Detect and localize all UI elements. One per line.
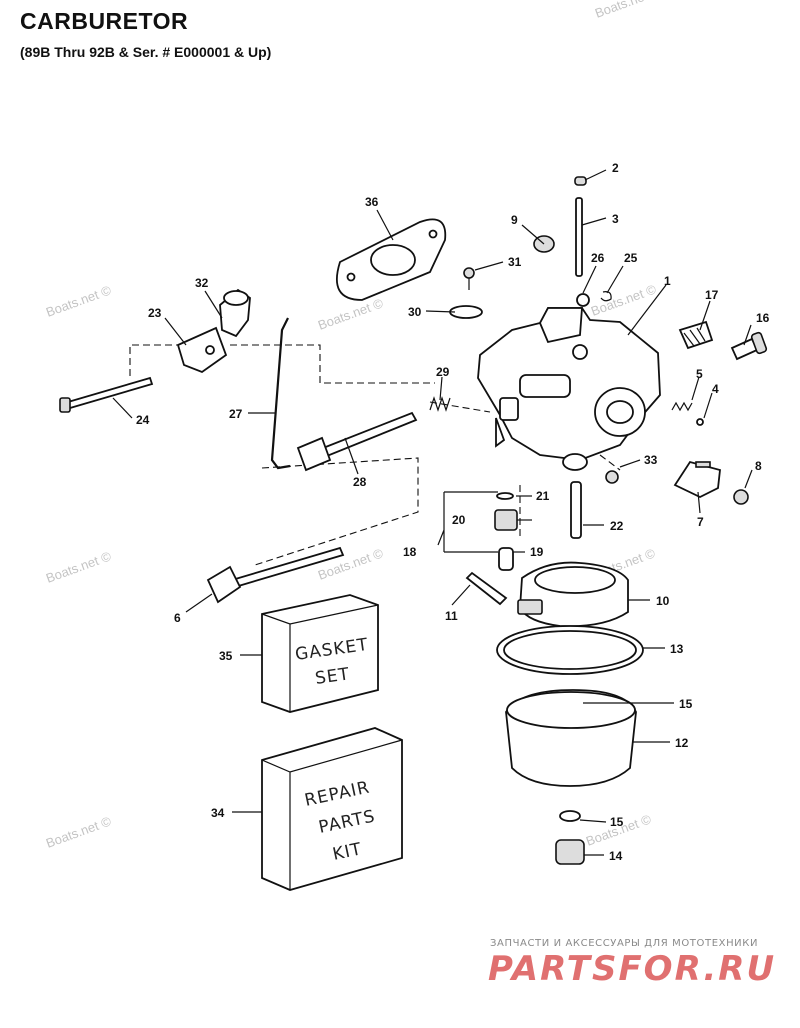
gasket-set-label-line2: SET [314,664,351,689]
callout-2: 2 [612,161,619,175]
callout-24: 24 [136,413,150,427]
part-17-spring [678,320,714,350]
part-33-screw [605,470,619,484]
part-15-washer [559,810,581,822]
callout-8: 8 [755,459,762,473]
callout-27: 27 [229,407,243,421]
callout-15: 15 [679,697,693,711]
callout-7: 7 [697,515,704,529]
watermark: Boats.net © [316,295,386,333]
part-14-drain-plug [555,839,585,865]
part-8-screw [733,489,749,505]
watermark: Boats.net © [44,548,114,586]
part-35-gasket-set-box: GASKET SET [261,594,379,713]
callout-13: 13 [670,642,684,656]
callout-9: 9 [511,213,518,227]
page-subtitle: (89B Thru 92B & Ser. # E000001 & Up) [20,44,272,60]
callout-32: 32 [195,276,209,290]
page-title: CARBURETOR [20,8,189,34]
callout-30: 30 [408,305,422,319]
part-13-gasket-ring [496,625,644,675]
part-23-bracket [176,326,228,374]
part-2-cap [574,176,587,186]
part-1-carburetor-body [477,307,661,471]
logo-name: PARTSFOR.RU [488,949,776,989]
part-4-ball [696,418,704,426]
callout-1: 1 [664,274,671,288]
part-20-jet [494,509,518,531]
callout-21: 21 [536,489,550,503]
part-7-bracket [673,460,721,499]
callout-19: 19 [530,545,544,559]
part-5-spring [671,401,693,412]
part-36-gasket [335,218,447,301]
part-31-screw [463,267,475,290]
callout-3: 3 [612,212,619,226]
watermark: Boats.net © [44,282,114,320]
callout-26: 26 [591,251,605,265]
part-26-washer [576,293,590,307]
callout-11: 11 [445,609,458,623]
part-34-repair-parts-kit-box: REPAIR PARTS KIT [261,727,403,891]
part-16-screw [730,331,768,361]
watermark: Boats.net © [589,281,659,319]
callout-28: 28 [353,475,367,489]
callout-15b: 15 [610,815,624,829]
callout-29: 29 [436,365,450,379]
part-12-float-bowl [505,689,637,787]
callout-10: 10 [656,594,670,608]
callout-31: 31 [508,255,522,269]
callout-6: 6 [174,611,181,625]
callout-36: 36 [365,195,379,209]
callouts: 1 2 3 4 5 6 7 8 9 10 11 12 13 14 15 15 1… [136,161,770,863]
part-29-spring [429,396,451,412]
watermark: Boats.net © [593,0,663,21]
callout-18: 18 [403,545,417,559]
watermark: Boats.net © [44,813,114,851]
callout-16: 16 [756,311,770,325]
callout-5: 5 [696,367,703,381]
part-19-needle [498,547,514,571]
part-24-rod [59,376,154,413]
leader-lines [112,169,753,856]
callout-4: 4 [712,382,719,396]
callout-35: 35 [219,649,233,663]
part-11-pin [465,571,508,606]
part-21-washer [496,492,514,500]
part-22-tube [570,481,582,539]
part-32-valve [219,288,251,338]
callout-20: 20 [452,513,466,527]
callout-14: 14 [609,849,623,863]
partsfor-logo: ЗАПЧАСТИ И АКСЕССУАРЫ ДЛЯ МОТОТЕХНИКИ PA… [488,938,776,989]
watermark: Boats.net © [316,545,386,583]
part-3-rod [575,197,583,277]
part-10-float [517,561,629,628]
callout-22: 22 [610,519,624,533]
callout-12: 12 [675,736,689,750]
callout-34: 34 [211,806,225,820]
part-28-throttle-shaft [296,411,418,472]
part-27-link-rod [270,317,291,470]
callout-33: 33 [644,453,658,467]
callout-17: 17 [705,288,719,302]
part-6-shaft [206,546,345,604]
callout-23: 23 [148,306,162,320]
logo-tagline: ЗАПЧАСТИ И АКСЕССУАРЫ ДЛЯ МОТОТЕХНИКИ [490,938,758,949]
callout-25: 25 [624,251,638,265]
